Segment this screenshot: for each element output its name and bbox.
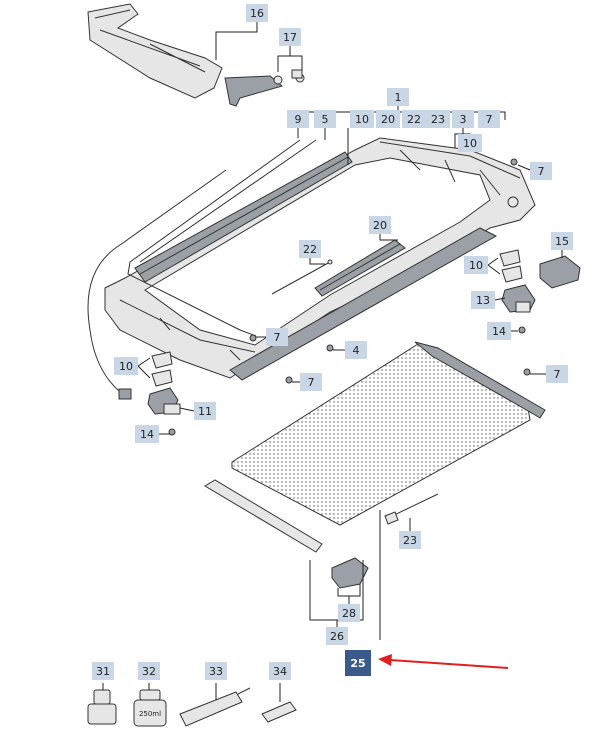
svg-text:23: 23 — [431, 113, 445, 126]
callout-20-top[interactable]: 20 — [376, 110, 400, 128]
svg-text:10: 10 — [355, 113, 369, 126]
callout-22[interactable]: 22 — [299, 240, 321, 258]
callout-32[interactable]: 32 — [138, 662, 160, 680]
svg-text:20: 20 — [381, 113, 395, 126]
part-13-motor[interactable] — [501, 284, 536, 313]
part-25-roller-blind[interactable] — [231, 341, 546, 526]
part-34-small-tube[interactable] — [261, 701, 297, 723]
callout-9[interactable]: 9 — [287, 110, 309, 128]
callout-7-d[interactable]: 7 — [546, 365, 568, 383]
svg-text:10: 10 — [119, 360, 133, 373]
svg-text:20: 20 — [373, 219, 387, 232]
callout-13[interactable]: 13 — [471, 291, 495, 309]
svg-text:17: 17 — [283, 31, 297, 44]
callout-22-top[interactable]: 22 — [402, 110, 426, 128]
svg-text:9: 9 — [295, 113, 302, 126]
callout-1[interactable]: 1 — [387, 88, 409, 106]
svg-text:7: 7 — [486, 113, 493, 126]
callout-34[interactable]: 34 — [269, 662, 291, 680]
svg-text:5: 5 — [322, 113, 329, 126]
callout-10-left[interactable]: 10 — [114, 357, 138, 375]
svg-text:25: 25 — [350, 657, 365, 670]
callout-33[interactable]: 33 — [205, 662, 227, 680]
svg-text:4: 4 — [353, 344, 360, 357]
svg-text:7: 7 — [554, 368, 561, 381]
callout-26[interactable]: 26 — [326, 627, 348, 645]
part-20-guide[interactable] — [314, 239, 406, 297]
svg-text:26: 26 — [330, 630, 344, 643]
callout-5[interactable]: 5 — [314, 110, 336, 128]
part-10-brackets-right[interactable] — [499, 249, 523, 283]
part-10-brackets-left[interactable] — [151, 351, 173, 387]
callout-31[interactable]: 31 — [92, 662, 114, 680]
part-32-can[interactable]: 250ml — [133, 689, 167, 727]
callout-3[interactable]: 3 — [452, 110, 474, 128]
svg-text:10: 10 — [469, 259, 483, 272]
callout-14-right[interactable]: 14 — [487, 322, 511, 340]
svg-text:33: 33 — [209, 665, 223, 678]
callout-25-selected[interactable]: 25 — [345, 650, 371, 676]
callout-23[interactable]: 23 — [399, 531, 421, 549]
callout-14-left[interactable]: 14 — [135, 425, 159, 443]
svg-text:7: 7 — [274, 331, 281, 344]
part-22-cable[interactable] — [271, 259, 333, 295]
screws — [168, 158, 531, 436]
callout-15[interactable]: 15 — [551, 232, 573, 250]
side-rail-right[interactable] — [229, 227, 498, 381]
callout-11[interactable]: 11 — [194, 402, 216, 420]
callout-28[interactable]: 28 — [338, 604, 360, 622]
callout-10-top[interactable]: 10 — [350, 110, 374, 128]
callout-23-top[interactable]: 23 — [426, 110, 450, 128]
can-label: 250ml — [139, 710, 161, 718]
svg-text:7: 7 — [308, 376, 315, 389]
part-15-control-unit[interactable] — [539, 255, 581, 289]
svg-text:23: 23 — [403, 534, 417, 547]
svg-text:32: 32 — [142, 665, 156, 678]
part-16-trim-panel[interactable] — [87, 3, 223, 99]
callout-7-c[interactable]: 7 — [300, 373, 322, 391]
callout-7-a[interactable]: 7 — [530, 162, 552, 180]
part-26-trim-strip[interactable] — [204, 479, 323, 553]
part-5-cross-rail[interactable] — [134, 151, 353, 283]
svg-text:1: 1 — [395, 91, 402, 104]
part-33-tube[interactable] — [179, 687, 251, 727]
part-23-handle[interactable] — [384, 493, 439, 525]
part-11-motor[interactable] — [147, 387, 181, 415]
svg-text:11: 11 — [198, 405, 212, 418]
callout-20[interactable]: 20 — [369, 216, 391, 234]
highlight-arrow — [378, 654, 509, 669]
svg-text:22: 22 — [407, 113, 421, 126]
svg-text:14: 14 — [140, 428, 154, 441]
svg-text:31: 31 — [96, 665, 110, 678]
callout-10-right[interactable]: 10 — [464, 256, 488, 274]
svg-text:3: 3 — [460, 113, 467, 126]
callout-7-top[interactable]: 7 — [478, 110, 500, 128]
svg-text:22: 22 — [303, 243, 317, 256]
svg-text:13: 13 — [476, 294, 490, 307]
svg-text:10: 10 — [463, 137, 477, 150]
svg-text:15: 15 — [555, 235, 569, 248]
callout-7-b[interactable]: 7 — [266, 328, 288, 346]
part-9-seal[interactable] — [127, 139, 317, 337]
svg-text:16: 16 — [250, 7, 264, 20]
callout-17[interactable]: 17 — [279, 28, 301, 46]
callout-4[interactable]: 4 — [345, 341, 367, 359]
callout-10-sub3[interactable]: 10 — [458, 134, 482, 152]
part-17-hinge-bracket[interactable] — [224, 69, 305, 107]
svg-text:7: 7 — [538, 165, 545, 178]
part-31-small-bottle[interactable] — [87, 689, 117, 725]
svg-text:14: 14 — [492, 325, 506, 338]
svg-text:28: 28 — [342, 607, 356, 620]
drain-hose[interactable] — [87, 169, 227, 400]
svg-text:34: 34 — [273, 665, 287, 678]
callout-16[interactable]: 16 — [246, 4, 268, 22]
